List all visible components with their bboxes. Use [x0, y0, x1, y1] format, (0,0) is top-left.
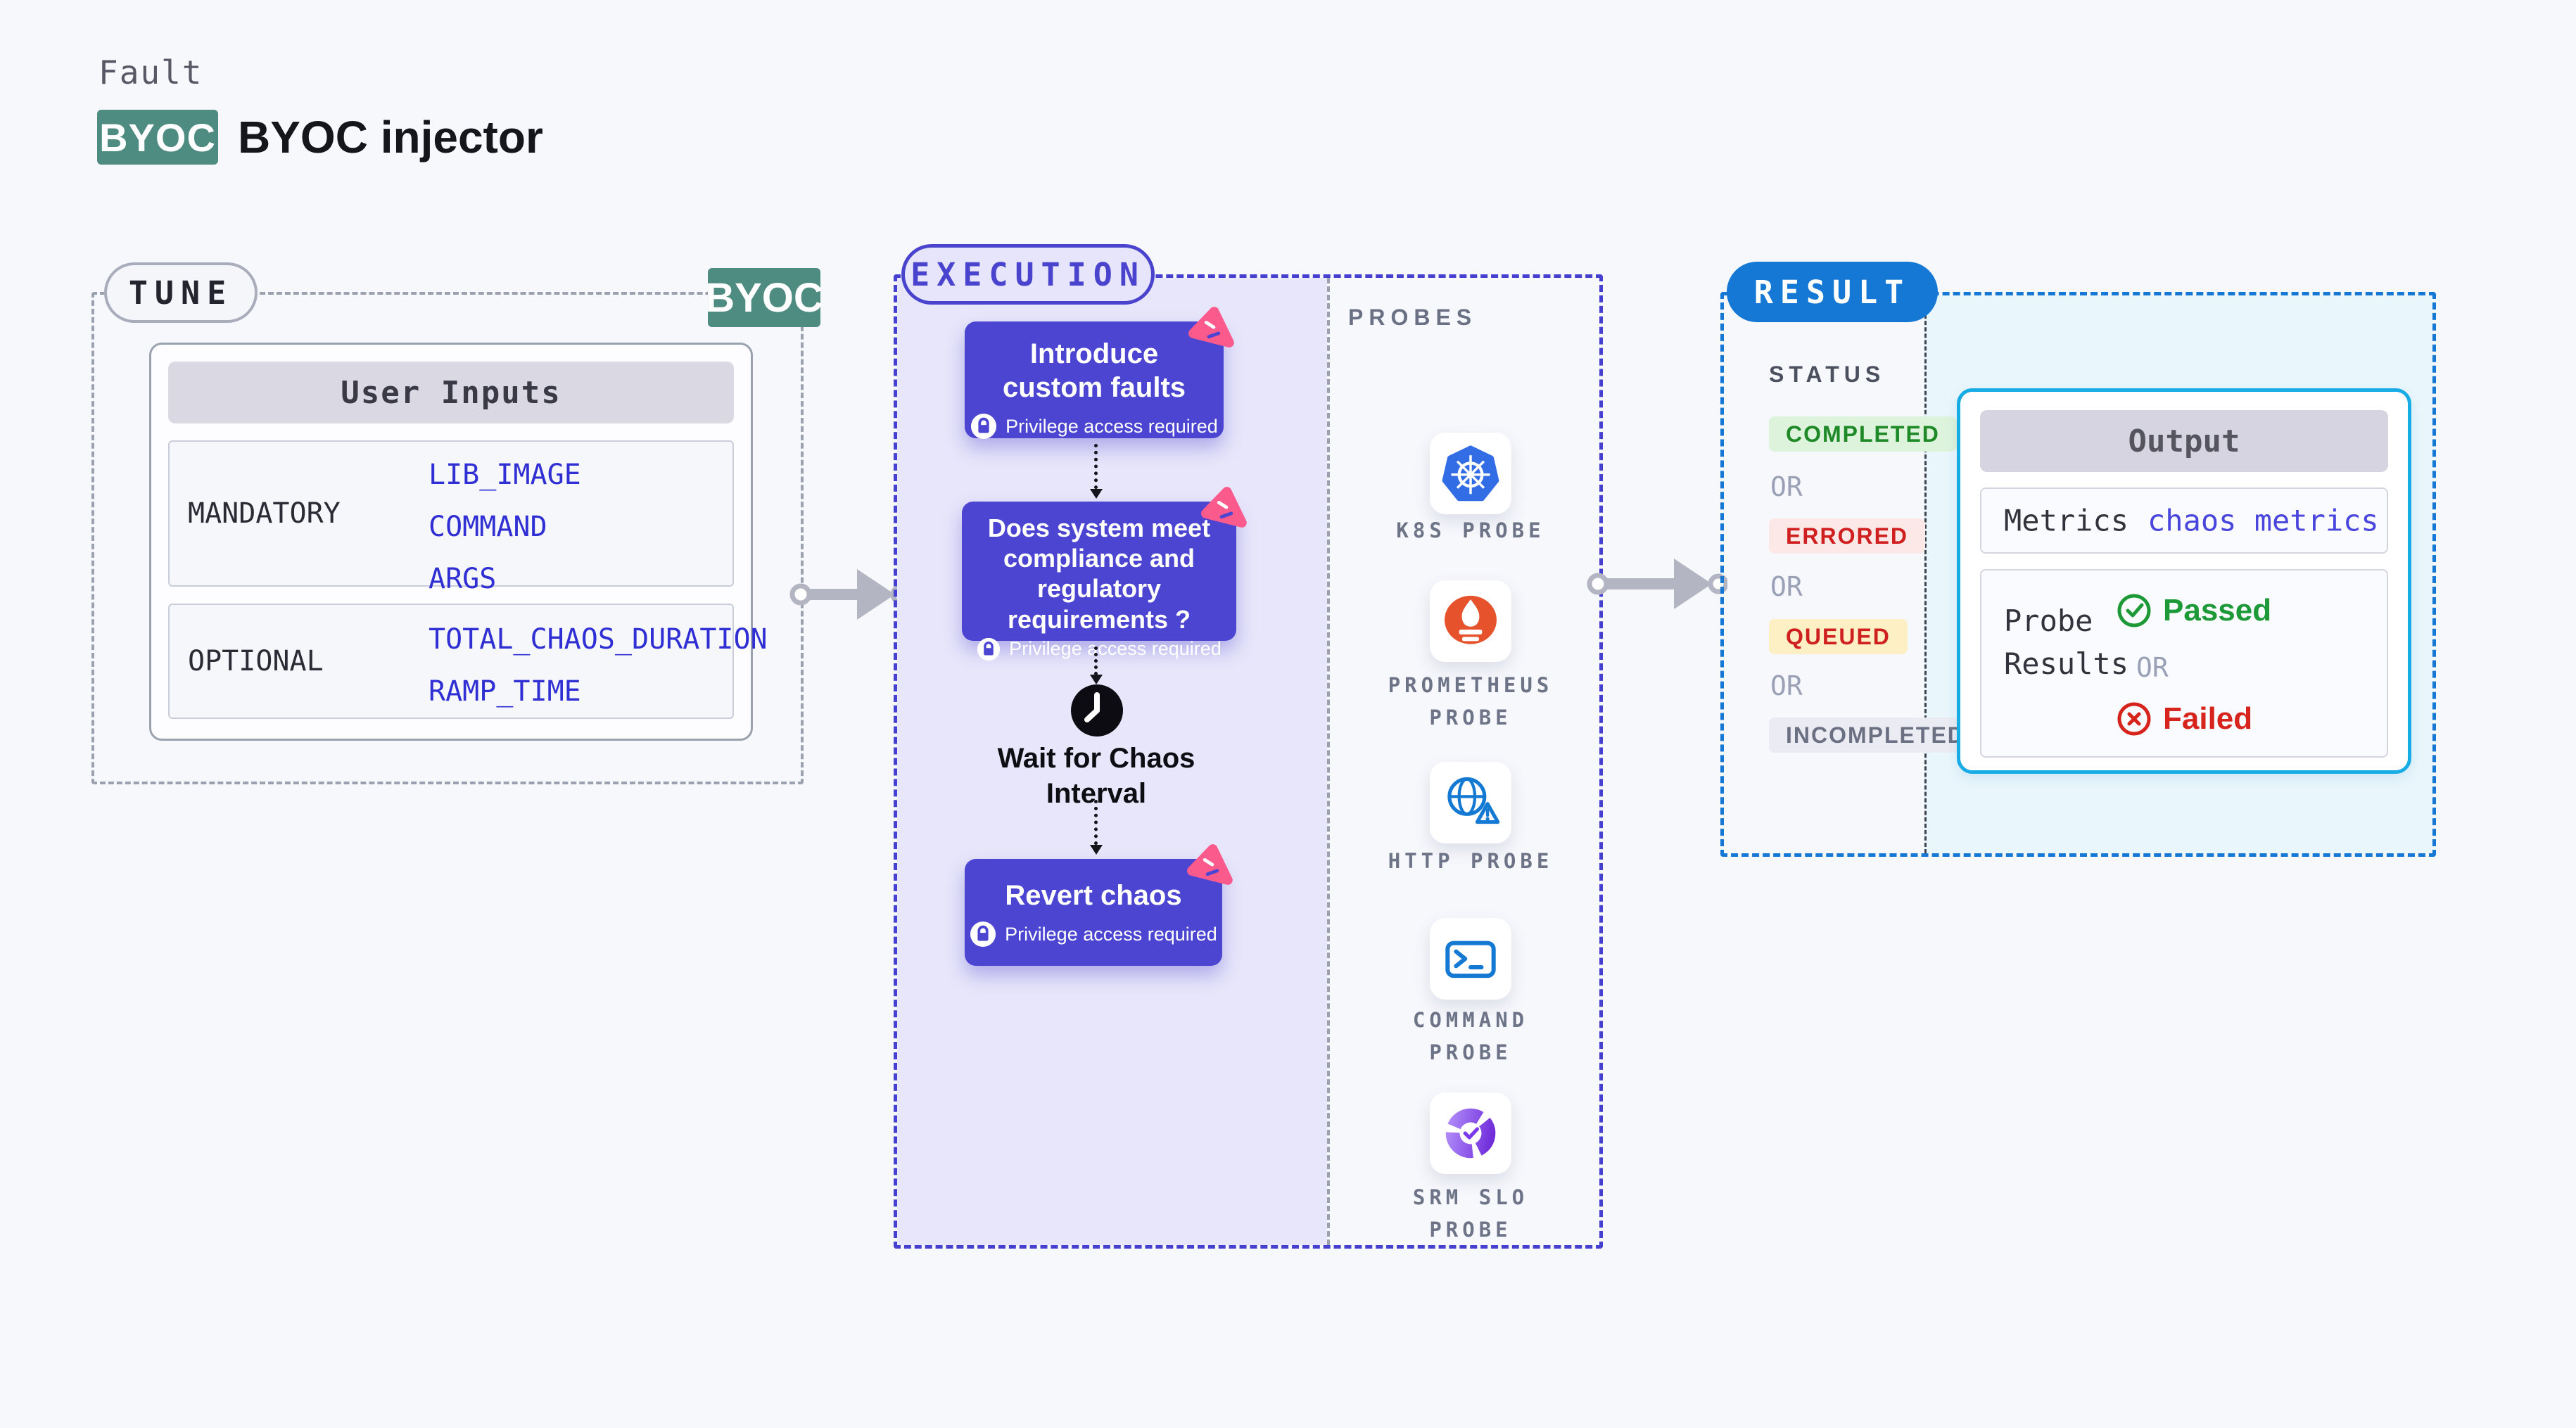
result-pill: RESULT — [1727, 262, 1938, 322]
output-card: Output Metrics chaos metrics Probe Resul… — [1957, 388, 2411, 774]
probe-results-row: Probe Results Passed OR Failed — [1980, 569, 2388, 758]
srm-slo-probe-label: SRM SLO PROBE — [1412, 1185, 1529, 1242]
http-probe-label: HTTP PROBE — [1388, 849, 1554, 873]
flow-connector-arrow-icon — [1090, 444, 1103, 499]
prometheus-icon — [1445, 595, 1497, 644]
input-total-chaos-duration: TOTAL_CHAOS_DURATION — [429, 623, 768, 656]
output-header: Output — [1980, 410, 2388, 472]
execution-probes-divider — [1327, 278, 1330, 1245]
tune-to-execution-arrow-icon — [789, 569, 909, 620]
execution-section: EXECUTION Introduce custom faults Privil… — [894, 244, 1603, 1249]
probe-card — [1430, 918, 1511, 1000]
k8s-probe-label: K8S PROBE — [1396, 518, 1545, 542]
command-probe-label: COMMAND PROBE — [1412, 1008, 1529, 1065]
input-args: ARGS — [429, 563, 497, 595]
terminal-icon — [1445, 941, 1496, 978]
or-separator: OR — [2136, 652, 2169, 683]
tune-byoc-corner-badge: BYOC — [705, 268, 823, 327]
privilege-note: Privilege access required — [1005, 923, 1217, 945]
node-title: Revert chaos — [1005, 880, 1182, 911]
prometheus-probe-label: PROMETHEUS PROBE — [1388, 673, 1554, 730]
probe-card — [1430, 1092, 1511, 1174]
probe-results-label: Probe Results — [2004, 604, 2129, 681]
page-title: BYOC injector — [238, 112, 543, 162]
check-circle-icon — [2117, 594, 2151, 627]
probe-card — [1430, 762, 1511, 843]
http-globe-icon — [1447, 777, 1500, 824]
metrics-label: Metrics — [2004, 503, 2129, 538]
passed-result: Passed — [2117, 593, 2271, 628]
input-ramp-time: RAMP_TIME — [429, 675, 581, 708]
input-command: COMMAND — [429, 511, 547, 543]
flow-connector-arrow-icon — [1090, 646, 1103, 684]
status-heading: STATUS — [1769, 362, 1886, 387]
byoc-badge: BYOC — [97, 110, 218, 165]
fault-kicker: Fault — [99, 53, 203, 91]
privilege-row: Privilege access required — [965, 413, 1224, 440]
privilege-note: Privilege access required — [1009, 638, 1222, 660]
or-separator: OR — [1770, 471, 1803, 502]
user-inputs-card: User Inputs MANDATORY LIB_IMAGE COMMAND … — [149, 343, 768, 741]
privilege-row: Privilege access required — [962, 637, 1236, 661]
optional-values: TOTAL_CHAOS_DURATION RAMP_TIME — [429, 623, 768, 708]
status-badge-errored: ERRORED — [1769, 518, 1926, 554]
k8s-probe-card — [1372, 433, 1569, 514]
compliance-check-node: Does system meet compliance and regulato… — [962, 487, 1247, 661]
clock-icon — [1071, 684, 1123, 737]
mandatory-row: MANDATORY LIB_IMAGE COMMAND ARGS — [168, 440, 734, 595]
x-circle-icon — [2117, 702, 2151, 736]
revert-chaos-node: Revert chaos Privilege access required — [965, 844, 1233, 966]
flow-connector-arrow-icon — [1090, 800, 1103, 855]
optional-label: OPTIONAL — [188, 645, 324, 677]
lock-icon — [971, 413, 997, 440]
chaos-metrics-link[interactable]: chaos metrics — [2147, 503, 2379, 538]
execution-pill: EXECUTION — [901, 244, 1155, 305]
input-lib-image: LIB_IMAGE — [429, 459, 581, 491]
slo-donut-icon — [1445, 1108, 1496, 1159]
status-badge-incompleted: INCOMPLETED — [1769, 718, 1982, 753]
failed-result: Failed — [2117, 701, 2252, 737]
metrics-row: Metrics chaos metrics — [1980, 487, 2388, 554]
prometheus-probe-card — [1372, 580, 1569, 662]
privilege-note: Privilege access required — [1005, 415, 1218, 437]
execution-flow-background — [897, 278, 1327, 1245]
lock-icon — [977, 637, 1001, 661]
probe-card — [1430, 433, 1511, 514]
srm-slo-probe-card — [1372, 1092, 1569, 1174]
or-separator: OR — [1770, 670, 1803, 701]
kubernetes-icon — [1442, 445, 1499, 502]
lock-icon — [970, 921, 996, 948]
execution-to-result-arrow-icon — [1587, 559, 1727, 609]
probe-card — [1430, 580, 1511, 662]
failed-label: Failed — [2163, 701, 2253, 736]
tune-section: TUNE BYOC User Inputs MANDATORY LIB_IMAG… — [91, 262, 823, 784]
user-inputs-header: User Inputs — [168, 362, 734, 423]
http-probe-card — [1372, 762, 1569, 843]
status-output-divider — [1924, 295, 1927, 853]
status-badge-completed: COMPLETED — [1769, 416, 1957, 452]
mandatory-label: MANDATORY — [188, 497, 341, 530]
privilege-row: Privilege access required — [965, 921, 1222, 948]
introduce-faults-node: Introduce custom faults Privilege access… — [965, 307, 1234, 440]
or-separator: OR — [1770, 571, 1803, 602]
optional-row: OPTIONAL TOTAL_CHAOS_DURATION RAMP_TIME — [168, 604, 768, 719]
node-title: Introduce custom faults — [1002, 338, 1186, 403]
probes-heading: PROBES — [1348, 305, 1478, 330]
node-title: Does system meet compliance and regulato… — [987, 514, 1211, 634]
passed-label: Passed — [2163, 593, 2272, 627]
chaos-logo-icon — [1188, 307, 1234, 348]
command-probe-card — [1372, 918, 1569, 1000]
mandatory-values: LIB_IMAGE COMMAND ARGS — [429, 459, 581, 595]
chaos-logo-icon — [1187, 844, 1233, 885]
chaos-logo-icon — [1201, 487, 1247, 528]
status-badge-queued: QUEUED — [1769, 619, 1908, 654]
tune-pill: TUNE — [104, 262, 258, 323]
result-section: RESULT STATUS COMPLETED OR ERRORED OR QU… — [1720, 262, 2436, 857]
